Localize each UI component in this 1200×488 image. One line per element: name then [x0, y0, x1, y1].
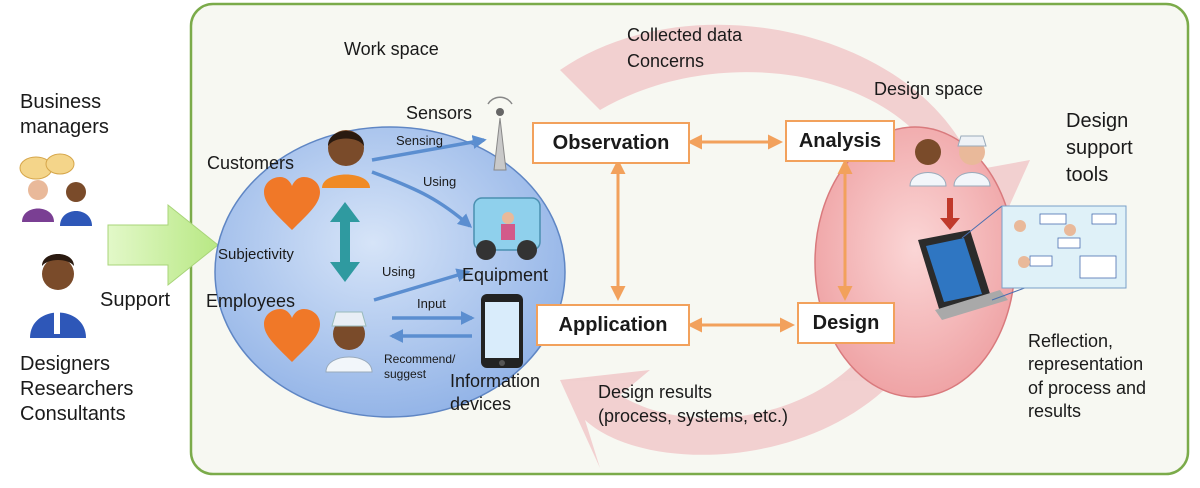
using-label: Using — [382, 264, 416, 279]
support-person-icon — [30, 254, 86, 338]
equipment-icon — [473, 197, 541, 260]
heart-icon — [264, 177, 320, 230]
subjectivity-label: Subjectivity — [218, 246, 294, 263]
observation-box: Observation — [532, 122, 690, 164]
down-arrow-icon — [940, 198, 960, 230]
design-space-title: Design space — [874, 79, 984, 99]
sensing-label: Sensing — [396, 133, 443, 148]
customers-label: Customers — [207, 153, 295, 173]
reflection-label: Reflection, representation of process an… — [1028, 331, 1147, 422]
work-space-title: Work space — [344, 39, 439, 59]
sensors-label: Sensors — [406, 103, 473, 123]
using-label: Using — [423, 174, 457, 189]
designers-label: Designers Researchers Consultants — [20, 353, 134, 425]
input-label: Input — [417, 296, 446, 311]
business-managers-icon — [19, 153, 92, 226]
tablet-icon — [918, 230, 1008, 320]
subjectivity-arrow — [330, 202, 360, 282]
analysis-box: Analysis — [785, 120, 895, 162]
smartphone-icon — [481, 294, 523, 368]
design-box: Design — [797, 302, 895, 344]
sensor-icon — [487, 96, 513, 171]
workspace-arrows — [371, 135, 487, 343]
design-tool-screenshot — [961, 205, 1127, 301]
information-devices-label: Information devices — [450, 371, 541, 415]
employee-nurse-icon — [325, 311, 373, 373]
support-label: Support — [100, 289, 171, 311]
application-box: Application — [536, 304, 690, 346]
designer-doctors-icon — [909, 135, 991, 187]
recommend-label: Recommend/ suggest — [384, 352, 456, 381]
employees-label: Employees — [206, 291, 296, 311]
business-managers-label: Business managers — [20, 91, 109, 138]
heart-icon — [264, 309, 320, 362]
design-results-label: Design results (process, systems, etc.) — [598, 382, 789, 427]
collected-data-label: Collected data Concerns — [627, 25, 743, 72]
cycle-connectors — [610, 134, 853, 333]
support-arrow — [107, 203, 219, 287]
design-support-tools-label: Design support tools — [1066, 110, 1133, 186]
customer-person-icon — [322, 130, 370, 188]
equipment-label: Equipment — [462, 265, 549, 285]
